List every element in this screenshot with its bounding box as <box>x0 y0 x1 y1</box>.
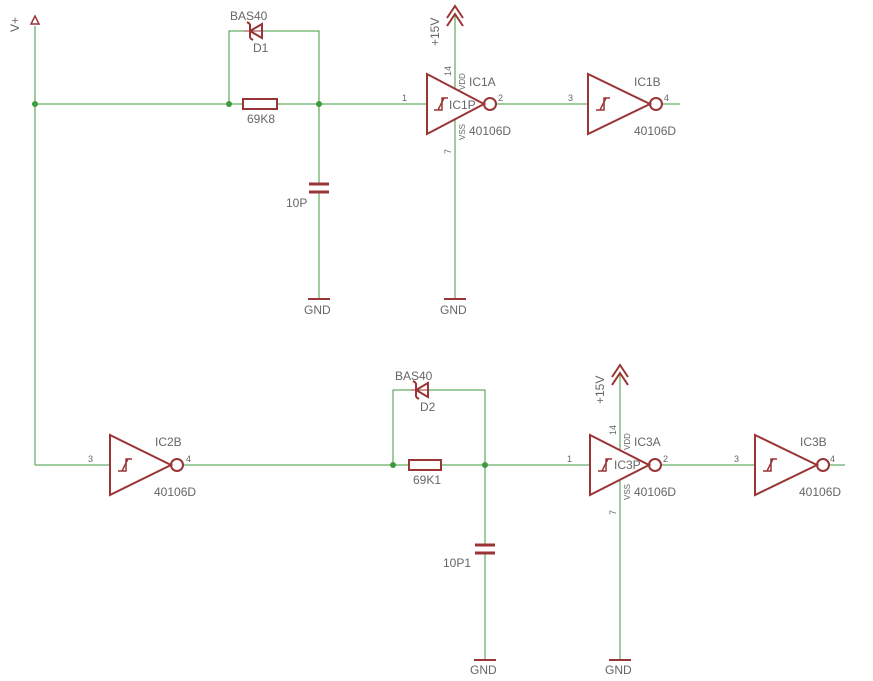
ic2b-pin-out: 4 <box>186 454 191 464</box>
ic1a-symbol <box>426 72 497 136</box>
labels: V+ +15V +15V BAS40 D1 69K8 10P GND GND I… <box>8 9 841 677</box>
c2-value-label: 10P1 <box>443 556 471 570</box>
ic1a-part-label: 40106D <box>469 124 511 138</box>
r2-value-label: 69K1 <box>413 473 441 487</box>
ic1a-vdd-label: VDD <box>458 73 467 90</box>
ic2b-pin-in: 3 <box>88 454 93 464</box>
ic3b-ref-label: IC3B <box>800 435 827 449</box>
ic1b-ref-label: IC1B <box>634 75 661 89</box>
r1-value-label: 69K8 <box>247 112 275 126</box>
ic3a-pin-vss: 7 <box>608 510 618 515</box>
ic1a-pin-out: 2 <box>498 93 503 103</box>
gnd-label-bottom-cap: GND <box>470 663 497 677</box>
ic1b-pin-in: 3 <box>568 93 573 103</box>
ic1a-pin-vdd: 14 <box>443 66 453 76</box>
gnd-label-bottom-ic: GND <box>605 663 632 677</box>
d1-part-label: BAS40 <box>230 9 268 23</box>
ic1a-ref-label: IC1A <box>469 75 496 89</box>
resistor-69k8 <box>242 98 278 110</box>
d2-part-label: BAS40 <box>395 369 433 383</box>
ic1a-vss-label: VSS <box>458 124 467 140</box>
junction-dot <box>32 101 38 107</box>
ic3b-symbol <box>754 433 830 497</box>
ic1a-pin-in: 1 <box>402 93 407 103</box>
ic3a-vss-label: VSS <box>623 484 632 500</box>
vcc-arrow-bottom <box>611 363 629 386</box>
net-bottom-diode-loop <box>392 389 486 465</box>
ic3a-part-label: 40106D <box>634 485 676 499</box>
ic1b-symbol <box>587 72 663 136</box>
vcc-arrow-top <box>446 4 464 27</box>
ic1a-pin-vss: 7 <box>443 149 453 154</box>
d2-ref-label: D2 <box>420 400 436 414</box>
junction-dot <box>316 101 322 107</box>
nets <box>34 14 845 660</box>
ic1a-power-ref-label: IC1P <box>449 98 476 112</box>
ic3b-pin-in: 3 <box>734 454 739 464</box>
vcc-label-bottom: +15V <box>593 376 607 404</box>
ic3a-pin-in: 1 <box>567 454 572 464</box>
ic3a-power-ref-label: IC3P <box>614 458 641 472</box>
capacitor-10p <box>309 182 329 194</box>
gnd-label-top-cap: GND <box>304 303 331 317</box>
ic2b-part-label: 40106D <box>154 485 196 499</box>
junctions <box>32 101 488 468</box>
ic1b-part-label: 40106D <box>634 124 676 138</box>
ic3a-pin-out: 2 <box>663 454 668 464</box>
junction-dot <box>482 462 488 468</box>
ic3a-ref-label: IC3A <box>634 435 661 449</box>
ic3a-symbol <box>589 433 662 497</box>
ic1b-pin-out: 4 <box>664 93 669 103</box>
vplus-supply-symbol <box>29 14 41 25</box>
diode-d1 <box>244 21 263 41</box>
ic3b-pin-out: 4 <box>830 454 835 464</box>
ic3a-pin-vdd: 14 <box>608 425 618 435</box>
resistor-69k1 <box>408 459 442 471</box>
junction-dot <box>226 101 232 107</box>
c1-value-label: 10P <box>286 196 307 210</box>
net-top-diode-loop <box>228 30 320 104</box>
junction-dot <box>390 462 396 468</box>
capacitor-10p1 <box>475 543 495 555</box>
vplus-label: V+ <box>8 17 22 32</box>
diode-d2 <box>410 380 429 400</box>
ic2b-ref-label: IC2B <box>155 435 182 449</box>
gnd-label-top-ic: GND <box>440 303 467 317</box>
ic3a-vdd-label: VDD <box>623 433 632 450</box>
ic2b-symbol <box>109 433 184 497</box>
vcc-label-top: +15V <box>428 18 442 46</box>
d1-ref-label: D1 <box>253 41 269 55</box>
symbols <box>29 4 830 661</box>
ic3b-part-label: 40106D <box>799 485 841 499</box>
